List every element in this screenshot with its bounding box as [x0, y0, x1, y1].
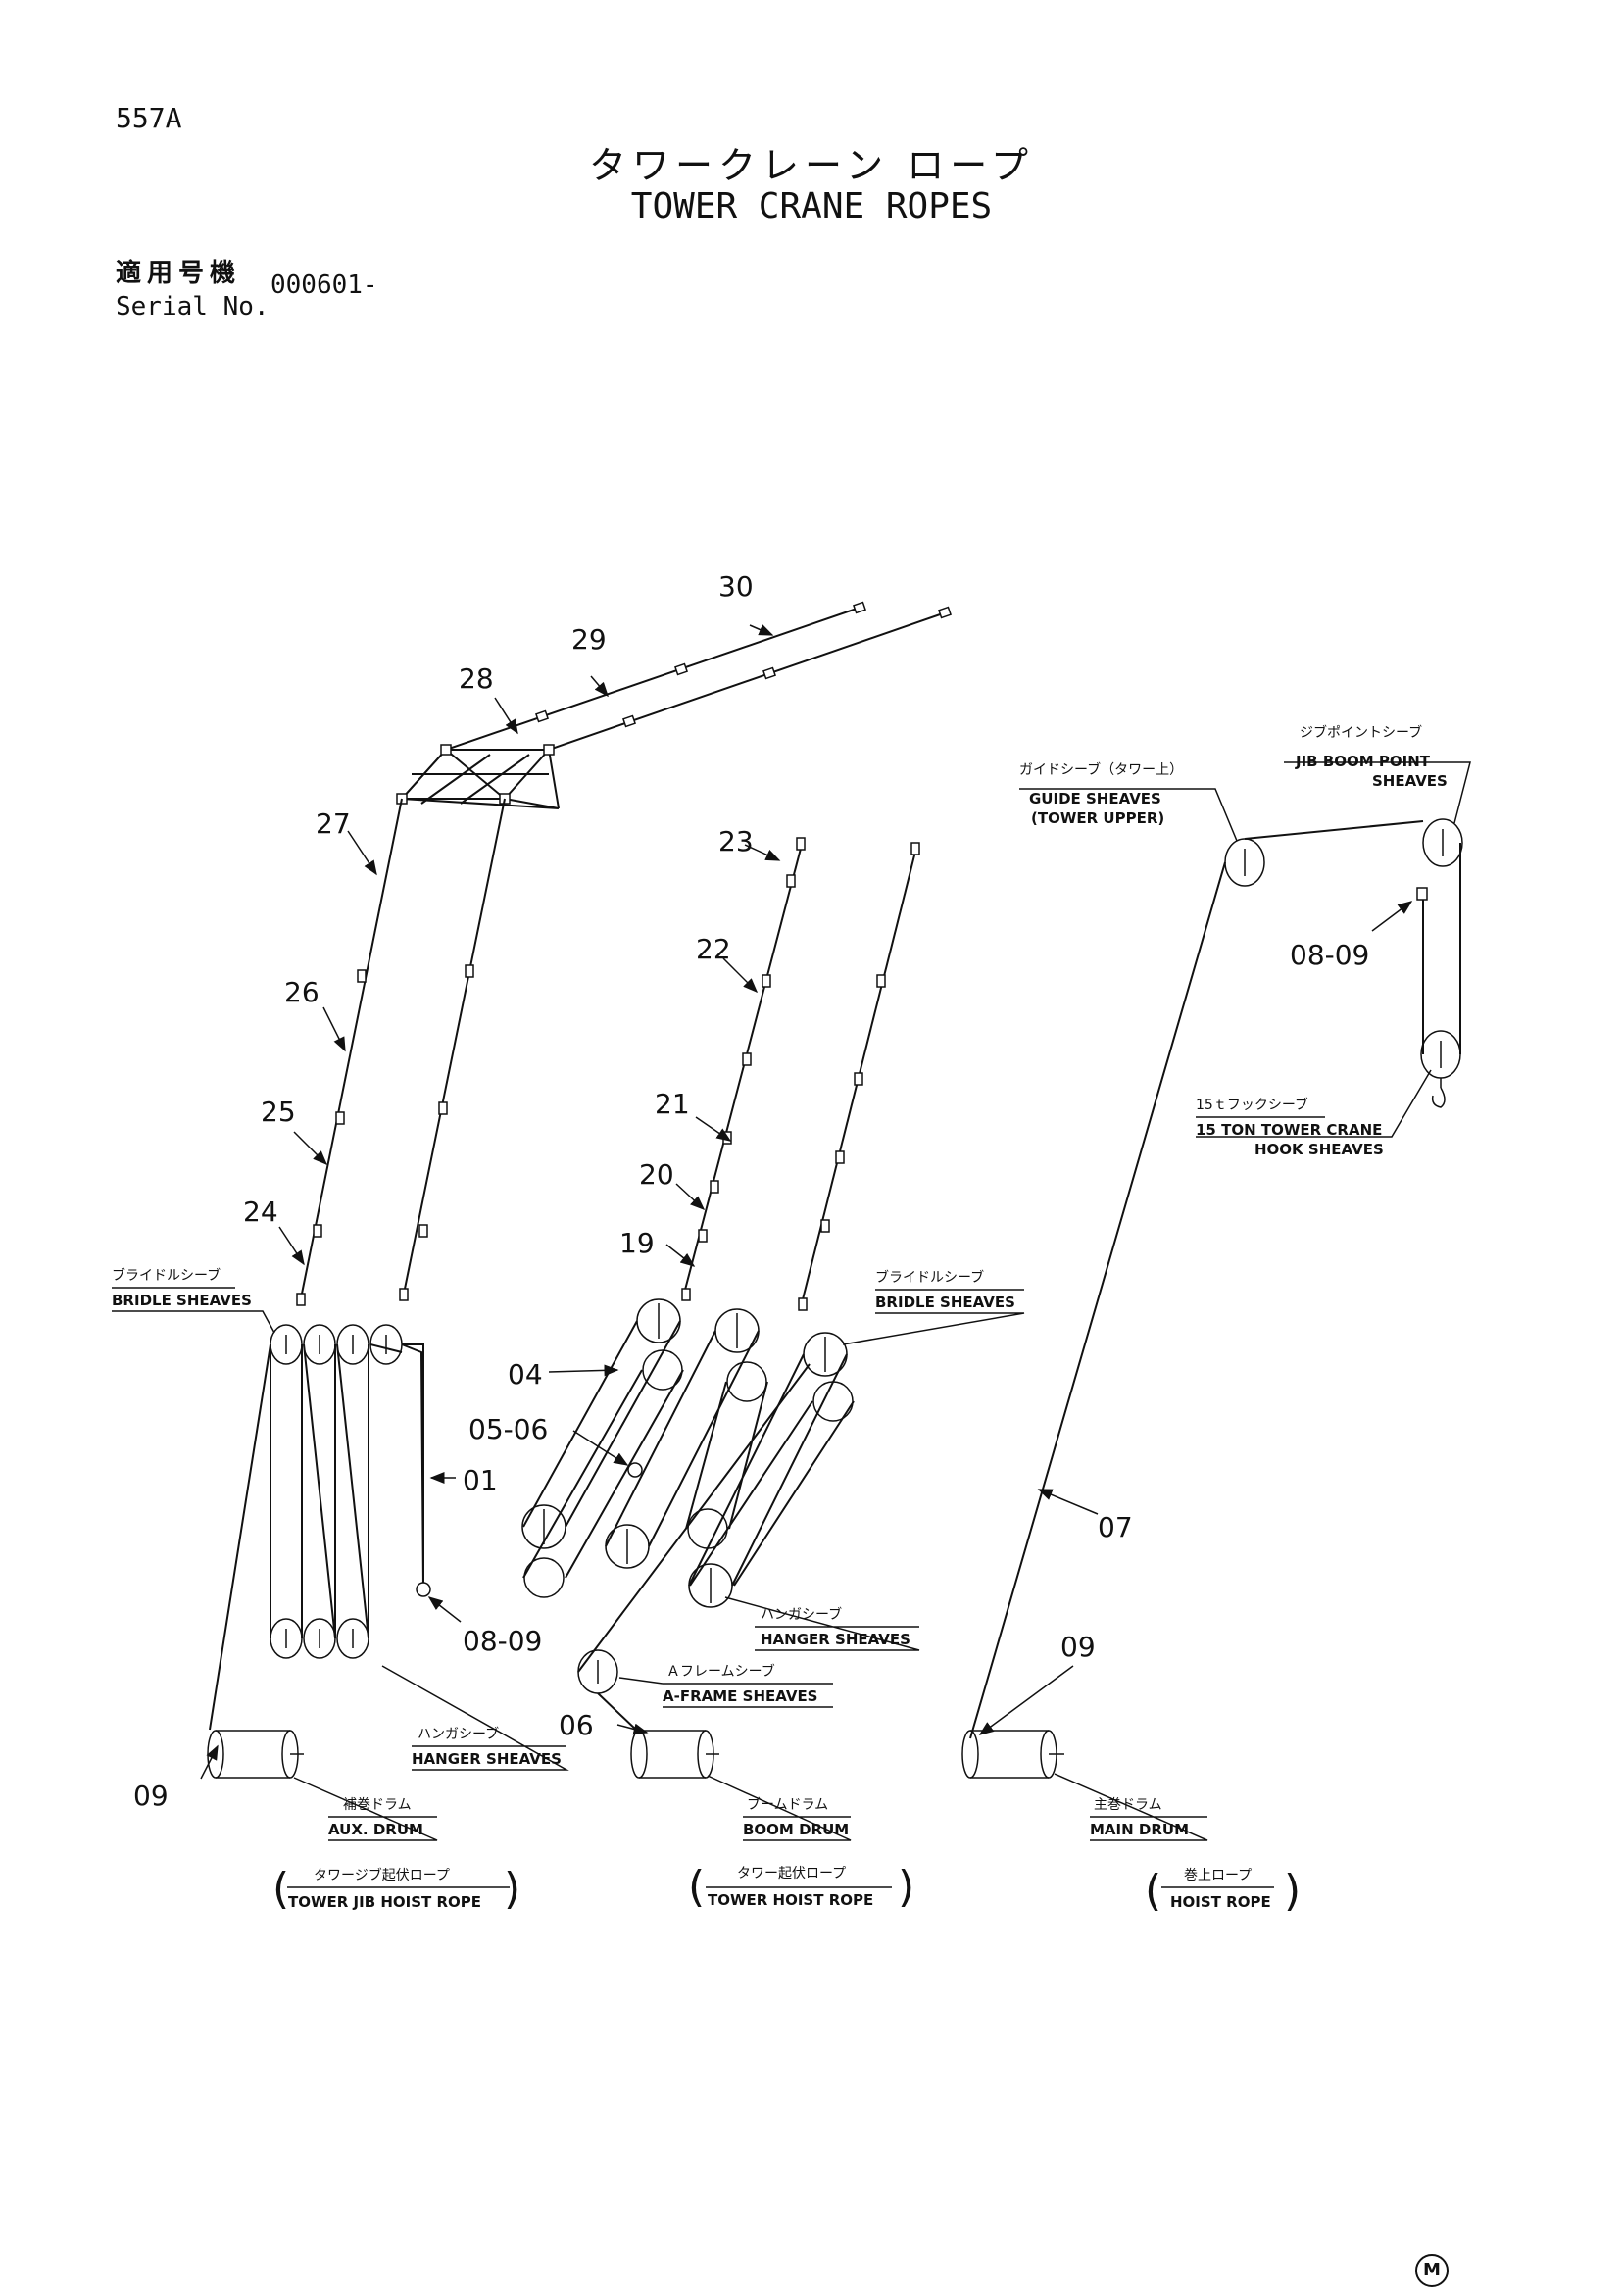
- part-no-29: 29: [571, 623, 607, 656]
- rope-sockets-boom: [681, 837, 920, 1311]
- jib-pendant-rope-upper: [445, 607, 861, 751]
- a-frame-sheave: [577, 1649, 618, 1694]
- part-no-19: 19: [619, 1227, 655, 1259]
- label-guide-en1: GUIDE SHEAVES: [1029, 790, 1161, 807]
- label-hook-en2: HOOK SHEAVES: [1254, 1141, 1384, 1158]
- label-guide-jp: ガイドシーブ（タワー上）: [1019, 761, 1183, 778]
- label-jib-jp: ジブポイントシーブ: [1300, 724, 1422, 741]
- bridle-sheaves-middle: [636, 1298, 854, 1422]
- reeving-rope-middle: [522, 1320, 855, 1587]
- label-hanger-mid-en: HANGER SHEAVES: [761, 1631, 910, 1648]
- label-jib-en1: JIB BOOM POINT: [1295, 753, 1431, 770]
- caption-rope2-jp: タワー起伏ロープ: [737, 1866, 846, 1881]
- rope-end-socket: [416, 1582, 431, 1597]
- label-guide-en2: (TOWER UPPER): [1031, 809, 1164, 827]
- part-no-26: 26: [284, 976, 320, 1008]
- label-main-en: MAIN DRUM: [1090, 1821, 1189, 1838]
- boom-drum: [630, 1730, 719, 1779]
- label-hanger-left-jp: ハンガシーブ: [418, 1726, 499, 1742]
- svg-text:(: (: [688, 1862, 705, 1912]
- label-leaders: [112, 761, 1471, 1888]
- part-no-04: 04: [508, 1358, 543, 1391]
- part-no-05-06: 05-06: [468, 1413, 548, 1445]
- hanger-sheaves-middle: [521, 1504, 733, 1608]
- main-drum: [961, 1730, 1064, 1779]
- part-no-08-09-left: 08-09: [463, 1625, 542, 1657]
- serial-label-japanese: 適用号機: [116, 259, 242, 288]
- part-no-21: 21: [655, 1088, 690, 1120]
- rope-sockets-tower: [296, 964, 474, 1306]
- tower-hoist-rope-assembly: [521, 837, 920, 1779]
- hoist-rope-07: [969, 820, 1461, 1739]
- label-aframe-en: A-FRAME SHEAVES: [663, 1687, 818, 1705]
- part-no-20: 20: [639, 1158, 674, 1191]
- reeving-rope-left: [270, 1343, 424, 1639]
- label-bridle-mid-jp: ブライドルシーブ: [875, 1269, 984, 1286]
- label-aux-jp: 補巻ドラム: [343, 1797, 412, 1813]
- label-hanger-mid-jp: ハンガシーブ: [761, 1606, 842, 1623]
- guide-sheave: [1224, 838, 1265, 887]
- part-no-27: 27: [316, 807, 351, 840]
- svg-text:): ): [1284, 1866, 1301, 1916]
- rope-01: [401, 1343, 424, 1588]
- part-no-25: 25: [261, 1096, 296, 1128]
- callout-leaders: [200, 624, 1413, 1780]
- label-boom-en: BOOM DRUM: [743, 1821, 849, 1838]
- jib-pendant-rope-lower: [548, 611, 947, 751]
- part-no-28: 28: [459, 662, 494, 695]
- part-no-09-left: 09: [133, 1780, 169, 1812]
- caption-rope1-jp: タワージブ起伏ロープ: [314, 1867, 450, 1883]
- serial-number-value: 000601-: [270, 270, 378, 300]
- page-code: 557A: [116, 102, 182, 134]
- hook-sheave: [1420, 1030, 1461, 1108]
- label-hook-en1: 15 TON TOWER CRANE: [1196, 1121, 1382, 1139]
- label-bridle-left-jp: ブライドルシーブ: [112, 1267, 221, 1284]
- label-boom-jp: ブームドラム: [747, 1796, 828, 1813]
- part-no-06: 06: [559, 1709, 594, 1741]
- hoist-rope-assembly: [961, 818, 1463, 1779]
- rope-end-socket-middle: [627, 1462, 643, 1478]
- part-no-22: 22: [696, 933, 731, 965]
- jib-boom-point-sheave: [1422, 818, 1463, 867]
- part-no-08-09-right: 08-09: [1290, 939, 1369, 971]
- manufacturer-mark: M: [1415, 2254, 1449, 2287]
- caption-rope3-en: HOIST ROPE: [1170, 1893, 1271, 1911]
- tower-pendant-rope-left: [300, 798, 403, 1299]
- hanger-sheaves-left: [270, 1618, 369, 1659]
- label-aframe-jp: Ａフレームシーブ: [666, 1663, 775, 1680]
- tower-jib-hoist-rope-assembly: [207, 601, 952, 1779]
- caption-rope3-jp: 巻上ロープ: [1184, 1868, 1252, 1883]
- svg-text:): ): [898, 1862, 914, 1912]
- part-no-09-right: 09: [1060, 1631, 1096, 1663]
- title-english: TOWER CRANE ROPES: [630, 186, 993, 226]
- svg-text:): ): [504, 1864, 520, 1914]
- part-no-01: 01: [463, 1464, 498, 1496]
- svg-text:(: (: [1145, 1866, 1161, 1916]
- label-aux-en: AUX. DRUM: [328, 1821, 423, 1838]
- label-bridle-left-en: BRIDLE SHEAVES: [112, 1292, 252, 1309]
- label-jib-en2: SHEAVES: [1372, 772, 1448, 790]
- svg-text:(: (: [272, 1864, 289, 1914]
- aux-drum: [207, 1730, 304, 1779]
- boom-pendant-rope-left: [683, 844, 803, 1295]
- title-japanese: タワークレーン ロープ: [589, 144, 1034, 187]
- part-no-23: 23: [718, 825, 754, 857]
- caption-rope1-en: TOWER JIB HOIST ROPE: [288, 1893, 481, 1911]
- tower-pendant-rope-right: [403, 798, 506, 1295]
- rope-end-socket-hook: [1416, 887, 1428, 901]
- label-hanger-left-en: HANGER SHEAVES: [412, 1750, 562, 1768]
- serial-label-english: Serial No.: [116, 292, 270, 321]
- caption-rope2-en: TOWER HOIST ROPE: [708, 1891, 873, 1909]
- tower-top-frame: [399, 749, 560, 809]
- part-no-30: 30: [718, 570, 754, 603]
- label-main-jp: 主巻ドラム: [1094, 1797, 1162, 1813]
- rope-type-captions: ( ) タワージブ起伏ロープ TOWER JIB HOIST ROPE ( ) …: [272, 1862, 1301, 1916]
- part-no-07: 07: [1098, 1511, 1133, 1543]
- label-bridle-mid-en: BRIDLE SHEAVES: [875, 1294, 1015, 1311]
- label-hook-jp: 15ｔフックシーブ: [1196, 1097, 1308, 1113]
- part-no-24: 24: [243, 1196, 278, 1228]
